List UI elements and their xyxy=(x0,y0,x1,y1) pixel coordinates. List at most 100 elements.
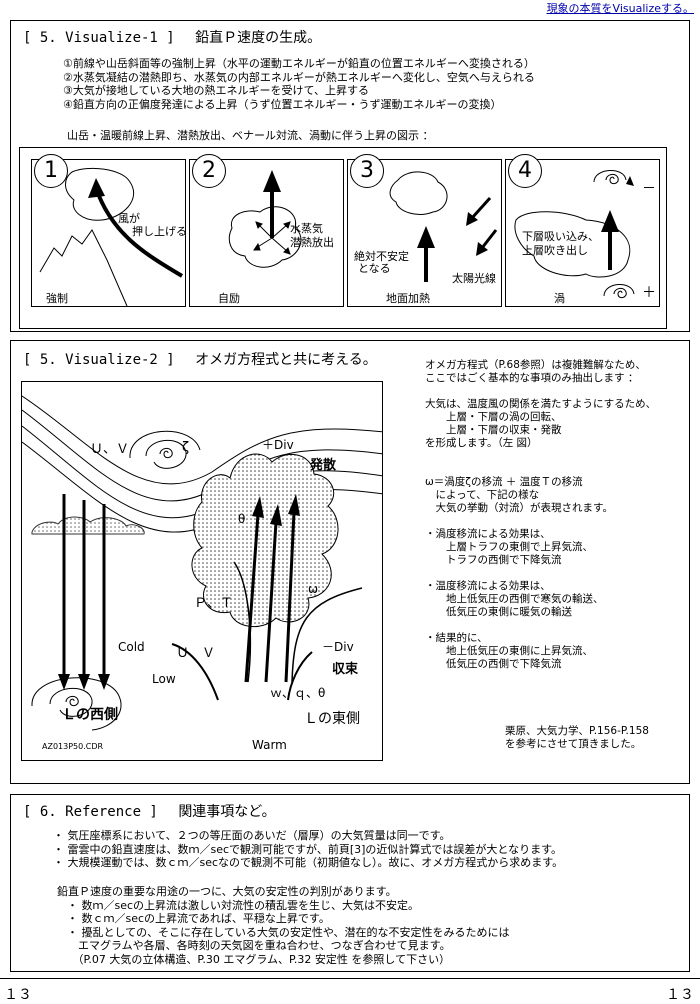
note-line xyxy=(425,463,656,476)
note-line: ・温度移流による効果は、 xyxy=(425,580,551,592)
section-visualize-2: [ 5. Visualize-2 ] オメガ方程式と共に考える。 xyxy=(10,340,690,784)
omega-notes: オメガ方程式（P.68参照）は複雑難解なため、ここではごく基本的な事項のみ抽出し… xyxy=(425,359,656,671)
section-3-title: [ 6. Reference ] 関連事項など。 xyxy=(23,801,276,821)
panels-frame xyxy=(19,147,667,329)
label-east-side: Ｌの東側 xyxy=(304,711,360,727)
list-item: ②水蒸気凝結の潜熱即ち、水蒸気の内部エネルギーが熱エネルギーへ変化し、空気へ与え… xyxy=(63,70,535,84)
label-west-side: Ｌの西側 xyxy=(62,707,118,723)
panel-forced: 1 風が 押し上げる 強制 xyxy=(31,154,187,307)
panel-4-label: 渦 xyxy=(554,292,565,305)
note-line: 上層・下層の収束・発散 xyxy=(425,424,562,436)
label-zeta: ζ xyxy=(182,440,190,455)
section-1-heading: 鉛直Ｐ速度の生成。 xyxy=(195,30,322,46)
panel-2-label: 自励 xyxy=(218,292,240,305)
note-line: 上層・下層の渦の回転、 xyxy=(425,411,562,423)
section-reference: [ 6. Reference ] 関連事項など。 ・ 気圧座標系において、２つの… xyxy=(10,794,690,972)
note-line: 大気の挙動（対流）が表現されます。 xyxy=(425,502,613,514)
list-item: ・ 気圧座標系において、２つの等圧面のあいだ（層厚）の大気質量は同一です。 xyxy=(53,829,451,842)
section-2-number: [ 5. Visualize-2 ] xyxy=(23,352,175,368)
note-line: ω＝渦度ζの移流 ＋ 温度Ｔの移流 xyxy=(425,476,583,488)
section-3-heading: 関連事項など。 xyxy=(178,804,276,820)
note-line: 地上低気圧の東側に上昇気流、 xyxy=(425,645,593,657)
section-1-list: ①前線や山岳斜面等の強制上昇（水平の運動エネルギーが鉛直の位置エネルギーへ変換さ… xyxy=(63,57,535,111)
panel-4-minus: － xyxy=(642,181,656,197)
omega-diagram: Ｕ、Ｖ ζ ＋Div 発散 θ Ｐ、Ｔ ω Cold Ｕ、Ｖ －Div 収束 L… xyxy=(21,381,383,761)
panel-4-drawing xyxy=(514,170,635,299)
panel-3-label-a: 絶対不安定 xyxy=(354,250,409,263)
label-theta-upper: θ xyxy=(238,512,246,526)
section-1-number: [ 5. Visualize-1 ] xyxy=(23,30,175,46)
note-line: によって、下記の様な xyxy=(425,489,540,501)
list-item: ・ 数ｃｍ／secの上昇流であれば、平穏な上昇です。 xyxy=(67,912,330,925)
list-item: ④鉛直方向の正偏度発達による上昇（うず位置エネルギー・うず運動エネルギーの変換） xyxy=(63,97,502,111)
page-number-right: １３ xyxy=(666,987,694,1003)
credit: 栗原、大気力学、P.156-P.158 を参考にさせて頂きました。 xyxy=(505,725,649,751)
panel-3-label-b: となる xyxy=(358,262,391,275)
panel-3-label-c: 太陽光線 xyxy=(452,272,496,285)
panel-2-label-b: 潜熱放出 xyxy=(290,236,334,249)
list-item: ・ 雷雲中の鉛直速度は、数ｍ／secで観測可能ですが、前頁[3]の近似計算式では… xyxy=(53,842,562,856)
panel-1-label-a: 風が xyxy=(118,212,140,225)
panel-vortex: 4 － ＋ 下層吸い込み、 上層吹き出し 渦 xyxy=(505,154,660,307)
list-item: ③大気が接地している大地の熱エネルギーを受けて、上昇する xyxy=(63,84,369,97)
list-item: ①前線や山岳斜面等の強制上昇（水平の運動エネルギーが鉛直の位置エネルギーへ変換さ… xyxy=(63,57,535,70)
note-line: 地上低気圧の西側で寒気の輸送、 xyxy=(425,593,604,605)
note-line: 低気圧の東側に暖気の輸送 xyxy=(425,606,572,618)
section-3-number: [ 6. Reference ] xyxy=(23,804,158,820)
label-convergence: 収束 xyxy=(332,662,359,677)
label-minus-div: －Div xyxy=(322,640,354,654)
label-divergence: 発散 xyxy=(310,458,337,473)
note-line: ・結果的に、 xyxy=(425,632,488,644)
section-2-heading: オメガ方程式と共に考える。 xyxy=(195,352,377,368)
note-line: 大気は、温度風の関係を満たすようにするため、 xyxy=(425,398,657,410)
panel-3-drawing xyxy=(389,171,498,282)
panel-1-drawing xyxy=(39,167,184,307)
panel-1-label-b: 押し上げる xyxy=(132,225,187,238)
credit-line: を参考にさせて頂きました。 xyxy=(505,738,642,750)
panel-self-excited: 2 水蒸気 潜熱放出 自励 xyxy=(189,154,344,307)
panel-number-4: 4 xyxy=(508,154,542,188)
credit-line: 栗原、大気力学、P.156-P.158 xyxy=(505,725,649,737)
panel-ground-heating: 3 絶対不安定 となる 太陽光線 地面加熱 xyxy=(347,154,502,307)
panel-number-3: 3 xyxy=(350,154,384,188)
note-line: トラフの西側で下降気流 xyxy=(425,554,562,566)
list-item: ・ 数ｍ／secの上昇流は激しい対流性の積乱雲を生じ、大気は不安定。 xyxy=(67,898,420,912)
label-uv-lower: Ｕ、Ｖ xyxy=(176,646,216,661)
note-line: ・渦度移流による効果は、 xyxy=(425,528,551,540)
list-item: エマグラムや各層、各時刻の天気図を重ね合わせ、つなぎ合わせて見ます。 xyxy=(67,939,451,952)
panel-4-plus: ＋ xyxy=(642,285,656,301)
label-file-name: AZ013P50.CDR xyxy=(42,742,104,751)
panel-4-label-a: 下層吸い込み、 xyxy=(522,230,599,243)
note-line: 低気圧の西側で下降気流 xyxy=(425,658,562,670)
omega-diagram-drawing xyxy=(22,395,382,731)
label-cold: Cold xyxy=(118,640,145,654)
label-warm: Warm xyxy=(252,738,287,752)
label-omega: ω xyxy=(308,582,319,596)
label-pt: Ｐ、Ｔ xyxy=(194,596,234,611)
panel-2-drawing xyxy=(228,170,302,268)
note-line xyxy=(425,515,656,528)
panel-4-label-b: 上層吹き出し xyxy=(522,244,588,257)
panel-3-label: 地面加熱 xyxy=(386,292,430,305)
section-1-caption: 山岳・温暖前線上昇、潜熱放出、ベナール対流、渦動に伴う上昇の図示 ： xyxy=(67,129,434,142)
list-item: 鉛直Ｐ速度の重要な用途の一つに、大気の安定性の判別があります。 xyxy=(57,885,397,898)
section-2-title: [ 5. Visualize-2 ] オメガ方程式と共に考える。 xyxy=(23,349,377,369)
label-uv-upper: Ｕ、Ｖ xyxy=(90,442,130,457)
note-line xyxy=(425,619,656,632)
panel-1-label: 強制 xyxy=(46,292,68,305)
label-low: Low xyxy=(152,672,176,686)
label-plus-div: ＋Div xyxy=(262,438,294,452)
note-line: を形成します。（左 図） xyxy=(425,437,538,449)
footer-divider xyxy=(0,978,700,979)
list-item: （P.07 大気の立体構造、P.30 エマグラム、P.32 安定性 を参照して下… xyxy=(67,952,451,966)
note-line: 上層トラフの東側で上昇気流、 xyxy=(425,541,593,553)
page-tagline: 現象の本質をVisualizeする。 xyxy=(546,2,694,15)
reference-bullets: ・ 気圧座標系において、２つの等圧面のあいだ（層厚）の大気質量は同一です。 ・ … xyxy=(53,829,563,870)
section-visualize-1: [ 5. Visualize-1 ] 鉛直Ｐ速度の生成。 ①前線や山岳斜面等の強… xyxy=(10,20,690,332)
panel-number-1: 1 xyxy=(34,154,68,188)
note-line xyxy=(425,567,656,580)
panel-number-2: 2 xyxy=(192,154,226,188)
note-line: ここではごく基本的な事項のみ抽出します ： xyxy=(425,372,639,384)
section-1-title: [ 5. Visualize-1 ] 鉛直Ｐ速度の生成。 xyxy=(23,27,321,47)
page-number-left: １３ xyxy=(4,987,32,1003)
